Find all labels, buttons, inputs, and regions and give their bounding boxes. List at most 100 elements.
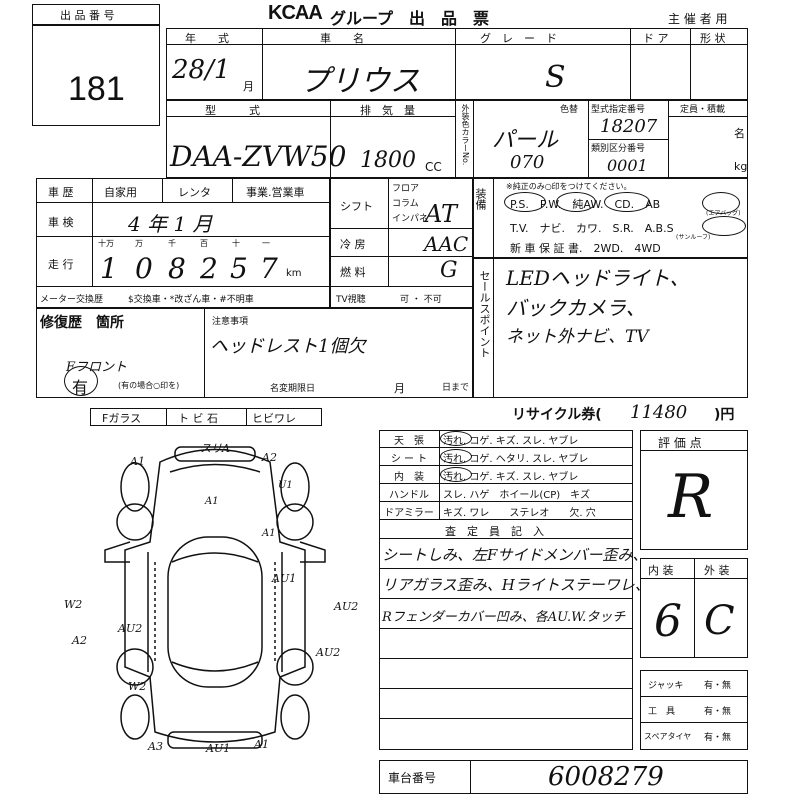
mileage-label: 走 行	[48, 258, 74, 271]
tv-label: TV視聴	[336, 295, 366, 305]
history-opt-private: 自家用	[104, 186, 137, 199]
glass-label-chip: ト ビ 石	[178, 412, 218, 425]
diagram-mark-au1-rear: AU1	[206, 742, 231, 755]
model-value: DAA-ZVW50	[170, 140, 347, 173]
color-code-value: 070	[510, 152, 545, 173]
shift-opt-column: コラム	[392, 199, 419, 209]
diagram-mark-u1: U1	[278, 480, 293, 491]
extra-tools-label: 工 具	[648, 707, 676, 717]
model-label: 型 式	[205, 104, 260, 117]
ceiling-circle	[440, 431, 472, 446]
interior-score: 6	[654, 596, 682, 647]
class-no-label: 類別区分番号	[591, 144, 646, 154]
shift-value: AT	[425, 200, 458, 228]
tv-options: 可 ・ 不可	[400, 295, 442, 305]
ab-circle	[702, 192, 740, 214]
sales-point-line-2: バックカメラ、	[506, 296, 646, 320]
sales-point-line-1: LEDヘッドライト、	[506, 266, 690, 290]
meter-label: メーター交換歴	[40, 295, 104, 305]
type-no-value: 18207	[600, 116, 658, 137]
equipment-row3: 新 車 保 証 書. 2WD. 4WD	[510, 242, 661, 255]
mileage-unit-1: 万	[135, 239, 143, 248]
lot-box	[32, 4, 160, 126]
fuel-label: 燃 料	[340, 266, 366, 279]
mileage-unit-0: 十万	[98, 239, 114, 248]
equipment-note: ※純正のみ○印をつけてください。	[506, 182, 632, 191]
mileage-digit-3: 2	[200, 252, 218, 285]
aw-circle	[604, 192, 650, 212]
equipment-side-label: 装備	[474, 188, 487, 210]
seat-circle	[440, 449, 472, 464]
condition-row-interior: 内 装汚れ. コゲ. キズ. スレ. ヤブレ	[379, 466, 633, 484]
diagram-mark-suria: スリA	[200, 442, 230, 455]
shift-opt-inpane: インパネ	[392, 214, 429, 224]
lot-number: 181	[68, 70, 125, 108]
car-damage-diagram	[104, 446, 326, 749]
door-label: ド ア	[643, 32, 669, 45]
persons-unit: 名	[734, 127, 745, 140]
repair-label: 修復歴 箇所	[40, 315, 124, 331]
capacity-label: 定員・積載	[680, 105, 726, 115]
sales-points-side-label: セールスポイント	[478, 270, 491, 358]
diagram-mark-au2-right: AU2	[334, 600, 359, 613]
organizer-label: 主 催 者 用	[668, 12, 728, 26]
car-name-value: プリウス	[300, 64, 420, 99]
form-title: グループ 出 品 票	[330, 9, 490, 28]
kg-unit: kg	[734, 160, 748, 173]
mileage-unit-4: 十	[232, 239, 240, 248]
diagram-mark-w2-left: W2	[64, 598, 83, 611]
grade-label: グ レ ー ド	[480, 32, 557, 45]
diagram-mark-a3: A3	[148, 740, 163, 753]
extra-jack-value: 有・無	[704, 681, 732, 691]
pw-circle	[556, 192, 596, 212]
class-no-value: 0001	[607, 156, 648, 175]
inspection-label: 車 検	[48, 216, 74, 229]
mileage-digit-1: 0	[135, 252, 153, 285]
score-label: 評 価 点	[658, 436, 702, 450]
interior-score-label: 内 装	[648, 564, 674, 577]
diagram-mark-a1-rear: A1	[254, 738, 269, 751]
mileage-digit-4: 5	[230, 252, 248, 285]
glass-label-crack: ヒビワレ	[252, 412, 296, 425]
shift-label: シフト	[340, 200, 373, 213]
mileage-unit-2: 千	[168, 239, 176, 248]
displacement-label: 排 気 量	[360, 104, 415, 117]
diagram-mark-a1-hood: A1	[205, 496, 219, 507]
lot-label: 出 品 番 号	[60, 9, 115, 22]
exterior-score-label: 外 装	[704, 564, 730, 577]
color-value: パール	[492, 128, 559, 153]
condition-row-handle: ハンドルスレ. ハゲ ホイール(CP) キズ	[379, 484, 633, 502]
inspector-line-3: Rフェンダーカバー凹み、各AU.W.タッチ	[382, 610, 626, 625]
mileage-digit-5: 7	[260, 252, 278, 285]
year-label: 年 式	[185, 32, 229, 45]
fuel-value: G	[440, 258, 458, 283]
ps-circle	[504, 192, 546, 212]
mileage-digit-2: 8	[168, 252, 186, 285]
equipment-row2-small: (サンルーフ)	[676, 234, 711, 241]
expiry-label: 名変期限日	[270, 384, 316, 394]
shape-label: 形 状	[700, 32, 726, 45]
mileage-unit-3: 百	[200, 239, 208, 248]
diagram-mark-au2-left: AU2	[118, 622, 143, 635]
repair-mark-circle	[64, 366, 98, 396]
inspector-line-2: リアガラス歪み、Hライトステーワレ、	[382, 576, 650, 594]
brand-logo: KCAA	[268, 2, 323, 24]
equipment-row2: T.V. ナビ. カワ. S.R. A.B.S	[510, 222, 674, 235]
condition-row-mirror: ドアミラーキズ. ワレ ステレオ 欠. 穴	[379, 502, 633, 520]
abs-circle	[702, 216, 746, 236]
chassis-value: 6008279	[548, 762, 664, 792]
expiry-month: 月	[394, 382, 405, 395]
glass-label-windshield: Fガラス	[102, 412, 142, 425]
inspector-label: 査 定 員 記 入	[445, 525, 544, 538]
ext-color-label: 外装色カラーNo.	[461, 104, 470, 166]
diagram-mark-au2-rear-right: AU2	[316, 646, 341, 659]
diagram-mark-a2-left: A2	[72, 634, 87, 647]
mileage-unit-5: 一	[262, 239, 270, 248]
car-name-label: 車 名	[320, 32, 364, 45]
ac-label: 冷 房	[340, 238, 366, 251]
condition-row-seat: シ ー ト汚れ. コゲ. ヘタリ. スレ. ヤブレ	[379, 448, 633, 466]
sales-point-line-3: ネット外ナビ、TV	[506, 327, 649, 347]
recycle-label: リサイクル券(	[512, 407, 602, 423]
history-opt-rental: レンタ	[178, 186, 211, 199]
repair-note: (有の場合○印を)	[118, 381, 180, 390]
